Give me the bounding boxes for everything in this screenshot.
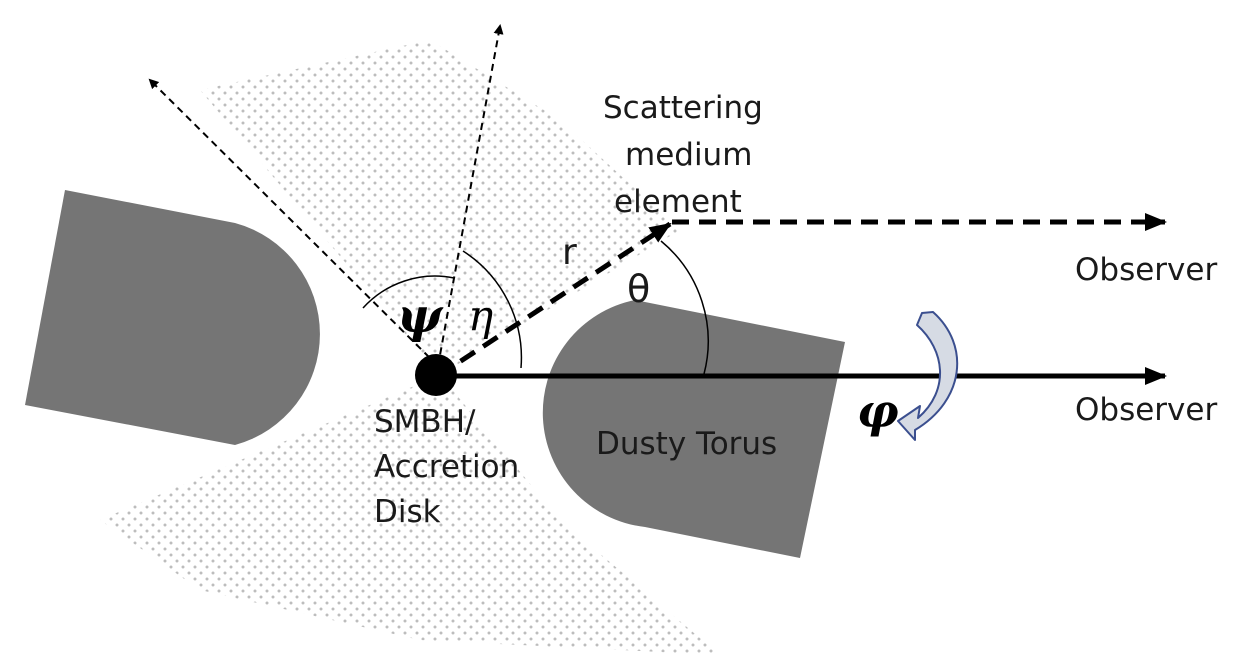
- smbh-label-line2: Accretion: [374, 449, 519, 485]
- theta-angle-arc: [660, 240, 709, 375]
- scattering-label-line3: element: [614, 184, 742, 220]
- smbh-label-line1: SMBH/: [374, 404, 476, 440]
- torus-label: Dusty Torus: [596, 426, 777, 462]
- radius-label: r: [562, 232, 577, 273]
- observer-label-bottom: Observer: [1075, 392, 1217, 428]
- axis-line-left: [148, 78, 439, 367]
- scattering-label-line2: medium: [625, 137, 752, 173]
- observer-label-top: Observer: [1075, 252, 1217, 288]
- psi-angle-arc: [362, 275, 455, 309]
- torus-right-lobe: [542, 300, 845, 558]
- torus-left-lobe: [25, 190, 320, 445]
- radius-line: [436, 221, 672, 379]
- phi-label: φ: [857, 384, 899, 438]
- scattering-medium: [100, 40, 720, 655]
- axis-line-up: [437, 24, 504, 367]
- rotation-arrow-icon: [897, 311, 959, 441]
- eta-label: η: [468, 291, 493, 340]
- smbh-label-line3: Disk: [374, 494, 441, 530]
- eta-angle-arc: [462, 250, 523, 369]
- psi-label: ψ: [397, 288, 444, 344]
- scattering-label-line1: Scattering: [603, 90, 763, 126]
- theta-label: θ: [627, 267, 650, 311]
- smbh-dot: [415, 354, 457, 396]
